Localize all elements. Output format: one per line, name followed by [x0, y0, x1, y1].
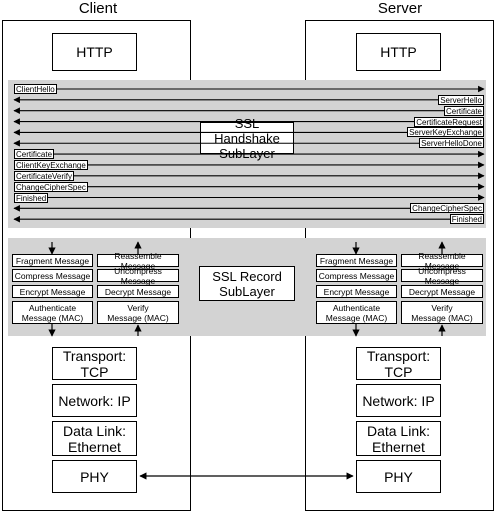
client-phy-box: PHY	[52, 460, 137, 493]
handshake-arrows	[13, 85, 485, 223]
handshake-message-label: ServerHelloDone	[419, 138, 484, 149]
server-datalink-ethernet-box: Data Link: Ethernet	[356, 421, 441, 456]
server-column-title: Server	[377, 0, 423, 17]
handshake-message-label: ServerKeyExchange	[407, 127, 484, 138]
server-phy-box: PHY	[356, 460, 441, 493]
ssl-record-sublayer-label: SSL Record SubLayer	[199, 266, 295, 301]
handshake-message-label: ClientKeyExchange	[14, 159, 88, 170]
handshake-message-label: CertificateVerify	[14, 170, 75, 181]
server-compress-message-box: Compress Message	[316, 269, 397, 282]
client-decrypt-message-box: Decrypt Message	[97, 285, 179, 298]
handshake-message-label: ChangeCipherSpec	[410, 203, 484, 214]
server-authenticate-message-box: Authenticate Message (MAC)	[316, 301, 397, 324]
client-authenticate-message-box: Authenticate Message (MAC)	[12, 301, 93, 324]
server-transport-tcp-box: Transport: TCP	[356, 347, 441, 380]
handshake-message-label: Certificate	[443, 105, 484, 116]
client-reassemble-message-box: Reassemble Message	[97, 251, 179, 271]
server-http-box: HTTP	[356, 33, 441, 71]
client-encrypt-message-box: Encrypt Message	[12, 285, 93, 298]
client-network-ip-box: Network: IP	[52, 384, 137, 417]
handshake-message-label: Finished	[14, 192, 49, 203]
client-datalink-ethernet-box: Data Link: Ethernet	[52, 421, 137, 456]
server-uncompress-message-box: Uncompress Message	[401, 266, 483, 286]
server-encrypt-message-box: Encrypt Message	[316, 285, 397, 298]
handshake-message-label: Finished	[449, 214, 484, 225]
server-reassemble-message-box: Reassemble Message	[401, 251, 483, 271]
handshake-message-label: Certificate	[14, 149, 55, 160]
server-decrypt-message-box: Decrypt Message	[401, 285, 483, 298]
client-http-box: HTTP	[52, 33, 137, 71]
handshake-message-label: CertificateRequest	[414, 116, 484, 127]
handshake-message-label: ServerHello	[438, 94, 484, 105]
handshake-message-label: ClientHello	[14, 84, 57, 94]
client-column-title: Client	[78, 0, 118, 17]
client-verify-message-box: Verify Message (MAC)	[97, 301, 179, 324]
server-verify-message-box: Verify Message (MAC)	[401, 301, 483, 324]
client-compress-message-box: Compress Message	[12, 269, 93, 282]
client-transport-tcp-box: Transport: TCP	[52, 347, 137, 380]
server-network-ip-box: Network: IP	[356, 384, 441, 417]
handshake-message-label: ChangeCipherSpec	[14, 181, 88, 192]
client-uncompress-message-box: Uncompress Message	[97, 266, 179, 286]
